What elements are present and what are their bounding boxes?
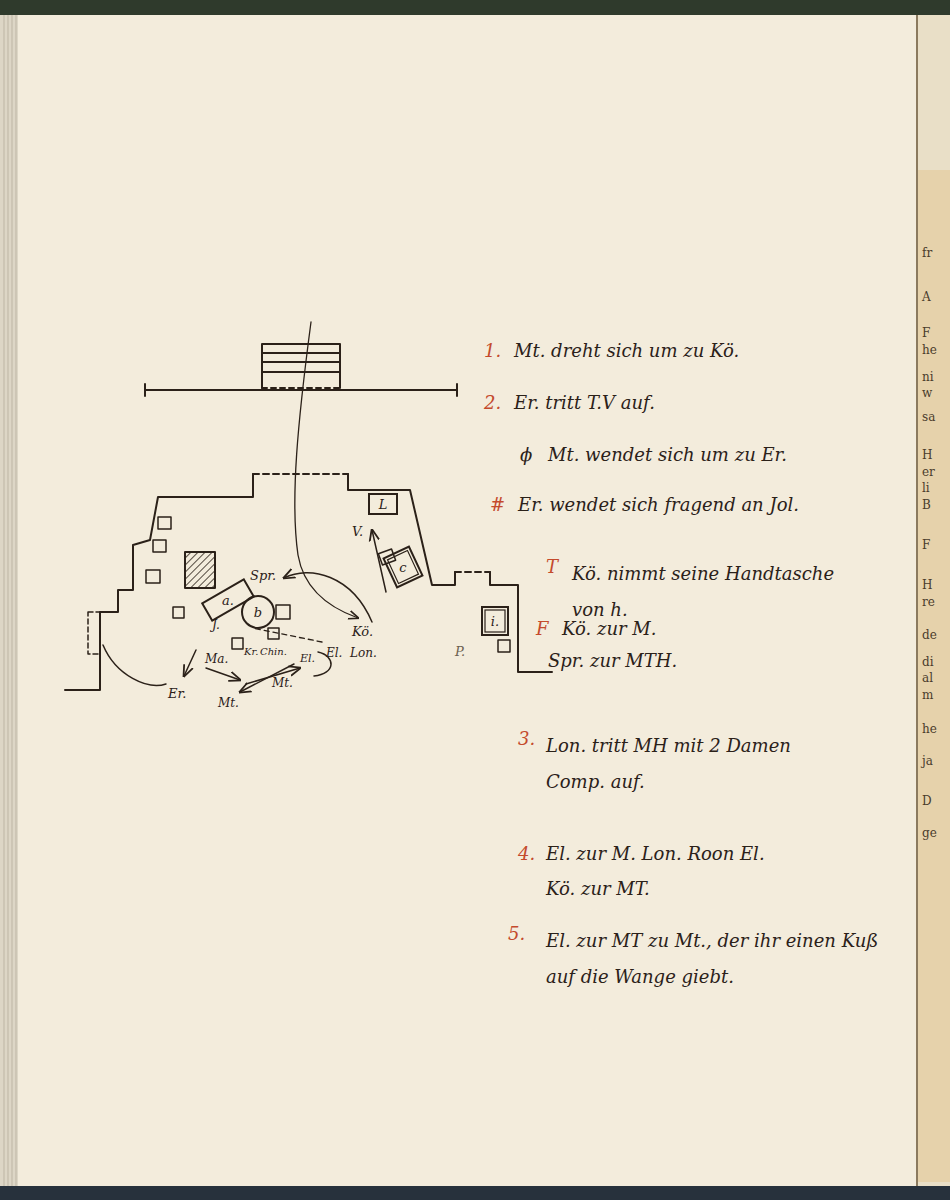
cue-note: Kö. zur M. [562, 618, 656, 640]
cue-number: # [490, 494, 505, 516]
chair [498, 640, 510, 652]
page-fragment: H [922, 578, 932, 592]
character-label: Mt. [272, 676, 293, 690]
page-fragment: he [922, 343, 937, 357]
page-fragment: ja [922, 754, 933, 768]
cue-note: Kö. zur MT. [546, 878, 650, 900]
chair [146, 570, 160, 583]
cue-note: El. zur MT zu Mt., der ihr einen Kuß auf… [546, 923, 886, 995]
set-piece-letter: L [379, 497, 388, 512]
page-fragment: B [922, 498, 931, 512]
movement-arrow [206, 668, 240, 680]
opening [253, 474, 490, 572]
character-label: El. [300, 652, 315, 665]
character-label: Lon. [350, 646, 377, 660]
stairs [262, 344, 340, 388]
cue-note: Kö. nimmt seine Handtasche von h. [572, 556, 872, 628]
character-label: Ma. [205, 652, 228, 666]
cue-note: Er. tritt T.V auf. [514, 392, 655, 414]
set-piece-letter: c [399, 560, 406, 575]
set-piece: L [368, 493, 398, 515]
character-label: Kr. [244, 646, 258, 658]
page-fragment: de [922, 628, 937, 642]
cue-note: Lon. tritt MH mit 2 Damen Comp. auf. [546, 728, 836, 800]
movement-line [252, 628, 322, 642]
book-edge [0, 1186, 950, 1200]
page-fragment: di [922, 655, 934, 669]
page-edge [916, 15, 918, 1186]
page-fragment: ge [922, 826, 937, 840]
cue-number: 1. [484, 340, 501, 362]
page-fragment: w [922, 386, 932, 400]
cue-number: F [536, 618, 549, 640]
character-label: V. [352, 524, 363, 540]
page-stack [4, 15, 16, 1186]
chair [153, 540, 166, 552]
character-label: Spr. [250, 568, 276, 584]
door [88, 612, 100, 654]
next-page [918, 170, 950, 1182]
page-fragment: D [922, 794, 932, 808]
sofa: a. [203, 589, 253, 611]
cue-number: 2. [484, 392, 501, 414]
character-label: Er. [168, 686, 186, 702]
armchair: c [388, 550, 418, 584]
chair [232, 638, 243, 649]
set-piece-letter: a. [222, 593, 234, 608]
page-fragment: li [922, 481, 930, 495]
cue-note: Mt. wendet sich um zu Er. [548, 444, 787, 466]
movement-arrow [184, 650, 196, 676]
page-fragment: F [922, 326, 930, 340]
chair [276, 605, 290, 619]
page-fragment: F [922, 538, 930, 552]
back-wall [145, 384, 457, 396]
cue-note: Spr. zur MTH. [548, 650, 677, 672]
movement-line [103, 645, 166, 685]
set-piece: i. [481, 606, 509, 636]
page-fragment: H [922, 448, 932, 462]
piano [185, 552, 215, 588]
cue-number: T [546, 556, 558, 578]
character-label: P. [455, 644, 465, 660]
set-piece-letter: i. [491, 614, 499, 629]
cue-number: ϕ [520, 444, 532, 466]
page-fragment: re [922, 595, 935, 609]
character-label: Kö. [352, 624, 373, 640]
page-stack [0, 15, 18, 1186]
movement-line [295, 322, 358, 618]
cue-note: El. zur M. Lon. Roon El. [546, 843, 765, 865]
table: b [241, 595, 275, 629]
cue-number: 3. [518, 728, 535, 750]
chair [173, 607, 184, 618]
book-edge [0, 0, 950, 15]
page-fragment: er [922, 465, 935, 479]
page-fragment: he [922, 722, 937, 736]
page-fragment: m [922, 688, 933, 702]
page-fragment: al [922, 671, 933, 685]
character-label: Chin. [260, 646, 287, 658]
character-label: Mt. [218, 696, 239, 710]
cue-number: 5. [508, 923, 525, 945]
movement-arrow [284, 573, 372, 622]
page-fragment: sa [922, 410, 935, 424]
set-piece-letter: b [254, 605, 262, 620]
cue-note: Er. wendet sich fragend an Jol. [518, 494, 799, 516]
cue-number: 4. [518, 843, 535, 865]
page-fragment: A [922, 290, 931, 304]
chair [158, 517, 171, 529]
opening [262, 387, 340, 389]
next-page [916, 15, 950, 1186]
page-fragment: fr [922, 246, 932, 260]
page-fragment: ni [922, 370, 934, 384]
cue-note: Mt. dreht sich um zu Kö. [514, 340, 739, 362]
character-label: El. [326, 646, 342, 660]
